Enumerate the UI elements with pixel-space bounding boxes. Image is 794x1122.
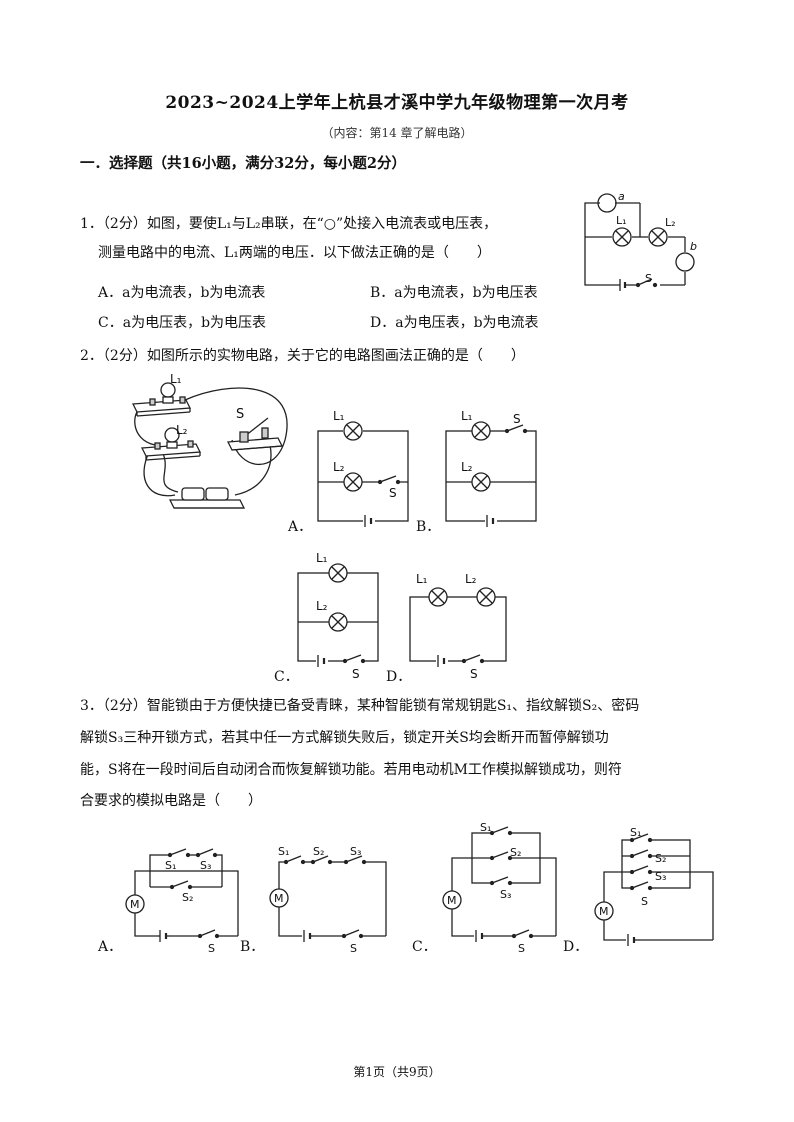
svg-text:S₂: S₂ [313, 845, 324, 858]
svg-text:L₁: L₁ [416, 572, 428, 586]
question-1: 1．（2分）如图，要使L₁与L₂串联，在“○”处接入电流表或电压表， [80, 210, 497, 239]
svg-text:S: S [641, 895, 648, 908]
question-number: 1． [80, 216, 103, 232]
q1-option-d[interactable]: D．a为电压表，b为电流表 [370, 315, 539, 331]
svg-text:S: S [518, 942, 525, 955]
question-text: （2分）智能锁由于方便快捷已备受青睐，某种智能锁有常规钥匙S₁、指纹解锁S₂、密… [102, 698, 640, 714]
lamp-l1-symbol [612, 227, 632, 247]
svg-text:S: S [350, 942, 357, 955]
q2-physical-circuit: L₁ L₂ S [131, 372, 288, 509]
q1-option-a[interactable]: A．a为电流表，b为电流表 [98, 285, 266, 301]
meter-b-symbol [675, 252, 695, 272]
svg-text:L₂: L₂ [316, 599, 328, 613]
svg-text:M: M [447, 894, 457, 907]
svg-text:L₁: L₁ [616, 214, 627, 227]
q2-option-b-label[interactable]: B． [416, 519, 441, 535]
q1-circuit-diagram: a L₁ L₂ b S [584, 190, 697, 291]
q3-diagram-d: M S₁ S₂ S₃ S [594, 826, 714, 946]
svg-text:L₁: L₁ [316, 551, 328, 565]
svg-text:S: S [352, 667, 360, 681]
svg-text:b: b [690, 240, 697, 253]
svg-text:S₃: S₃ [500, 888, 511, 901]
question-3-line3: 能，S将在一段时间后自动闭合而恢复解锁功能。若用电动机M工作模拟解锁成功，则符 [80, 762, 622, 778]
q2-diagram-c: L₁ L₂ S [297, 551, 379, 681]
svg-text:L₂: L₂ [333, 460, 345, 474]
svg-text:M: M [599, 905, 609, 918]
svg-text:S₃: S₃ [655, 870, 666, 883]
svg-text:S₁: S₁ [165, 859, 176, 872]
svg-text:a: a [618, 190, 625, 203]
q2-diagram-d: L₁ L₂ S [409, 572, 507, 681]
svg-text:S₂: S₂ [510, 846, 521, 859]
question-3-line2: 解锁S₃三种开锁方式，若其中任一方式解锁失败后，锁定开关S均会断开而暂停解锁功 [80, 730, 609, 746]
svg-text:L₂: L₂ [465, 572, 477, 586]
motor-icon [269, 888, 289, 908]
svg-text:M: M [130, 898, 140, 911]
section-heading: 一．选择题（共16小题，满分32分，每小题2分） [80, 155, 406, 172]
q2-diagram-a: L₁ L₂ S [317, 409, 409, 527]
svg-text:S: S [513, 412, 521, 426]
svg-text:S: S [645, 272, 652, 285]
question-number: 2． [80, 348, 103, 364]
q3-diagram-a: M S₁ S₃ S₂ S [125, 848, 239, 955]
svg-text:S: S [470, 667, 478, 681]
svg-text:S: S [389, 486, 397, 500]
svg-text:S₁: S₁ [278, 845, 289, 858]
svg-text:S₁: S₁ [630, 826, 641, 839]
page-title: 2023~2024上学年上杭县才溪中学九年级物理第一次月考 [165, 93, 629, 113]
svg-text:M: M [274, 892, 284, 905]
svg-text:S₂: S₂ [655, 852, 666, 865]
svg-text:L₁: L₁ [461, 409, 473, 423]
svg-text:S₁: S₁ [480, 821, 491, 834]
svg-text:L₂: L₂ [665, 216, 676, 229]
q3-option-b-label[interactable]: B． [240, 939, 265, 955]
q2-option-a-label[interactable]: A． [288, 519, 313, 535]
question-1-line2: 测量电路中的电流、L₁两端的电压．以下做法正确的是（ ） [98, 245, 491, 261]
svg-text:L₂: L₂ [176, 423, 188, 437]
svg-text:L₂: L₂ [461, 460, 473, 474]
svg-text:S: S [208, 942, 215, 955]
q2-diagram-b: L₁ S L₂ [445, 409, 537, 527]
q2-option-c-label[interactable]: C． [274, 669, 299, 685]
svg-text:S₂: S₂ [182, 891, 193, 904]
question-3-line4: 合要求的模拟电路是（ ） [80, 793, 262, 809]
motor-icon [125, 894, 145, 914]
q1-option-b[interactable]: B．a为电流表，b为电压表 [370, 285, 538, 301]
motor-icon [442, 890, 462, 910]
page-footer: 第1页（共9页） [353, 1065, 441, 1079]
question-number: 3． [80, 698, 103, 714]
q2-option-d-label[interactable]: D． [386, 669, 412, 685]
question-2: 2．（2分）如图所示的实物电路，关于它的电路图画法正确的是（ ） [80, 342, 525, 371]
question-text: （2分）如图，要使L₁与L₂串联，在“○”处接入电流表或电压表， [102, 216, 498, 232]
question-3: 3．（2分）智能锁由于方便快捷已备受青睐，某种智能锁有常规钥匙S₁、指纹解锁S₂… [80, 692, 639, 721]
svg-text:S₃: S₃ [350, 845, 361, 858]
q3-option-a-label[interactable]: A． [98, 939, 123, 955]
svg-text:L₁: L₁ [170, 372, 182, 386]
meter-a-symbol [597, 193, 617, 213]
svg-text:L₁: L₁ [333, 409, 345, 423]
q3-diagram-c: M S₁ S₂ S₃ S [442, 821, 557, 955]
svg-text:S₃: S₃ [200, 859, 211, 872]
q3-diagram-b: M S₁ S₂ S₃ S [269, 845, 387, 955]
svg-text:S: S [236, 407, 244, 422]
q1-option-c[interactable]: C．a为电压表，b为电压表 [98, 315, 267, 331]
q3-option-c-label[interactable]: C． [412, 939, 437, 955]
page-subtitle: （内容：第14 章了解电路） [321, 126, 473, 140]
question-text: （2分）如图所示的实物电路，关于它的电路图画法正确的是（ ） [102, 348, 525, 364]
lamp-l2-symbol [648, 227, 668, 247]
q3-option-d-label[interactable]: D． [563, 939, 589, 955]
motor-icon [594, 901, 614, 921]
